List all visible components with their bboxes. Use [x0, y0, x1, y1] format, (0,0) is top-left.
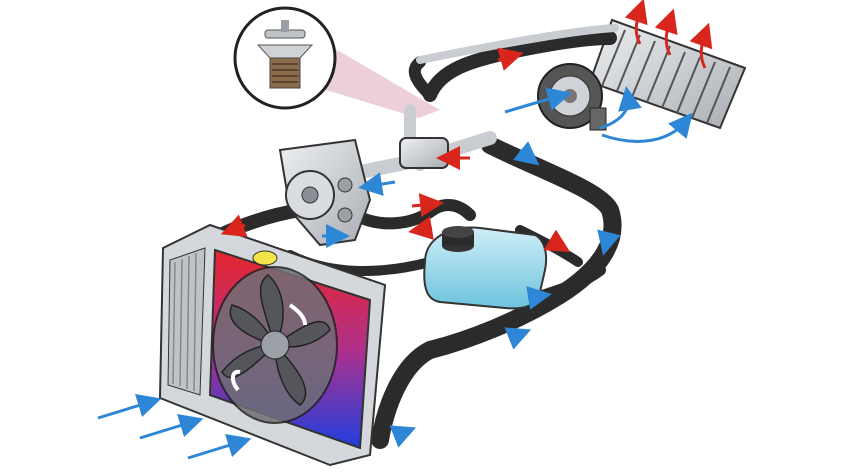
airflow-arrows [97, 394, 252, 460]
hot-flow-arrows [220, 47, 571, 253]
coolant-flow-arrows [322, 141, 621, 448]
radiator-cap [252, 250, 278, 266]
thermostat [399, 137, 449, 169]
cooling-fan [212, 266, 338, 424]
expansion-tank [423, 226, 548, 310]
thermostat-callout [233, 6, 440, 118]
water-pump [278, 138, 372, 247]
blower-arrows [504, 86, 693, 143]
thermostat-icon [256, 20, 314, 89]
heat-arrows [624, 0, 713, 69]
